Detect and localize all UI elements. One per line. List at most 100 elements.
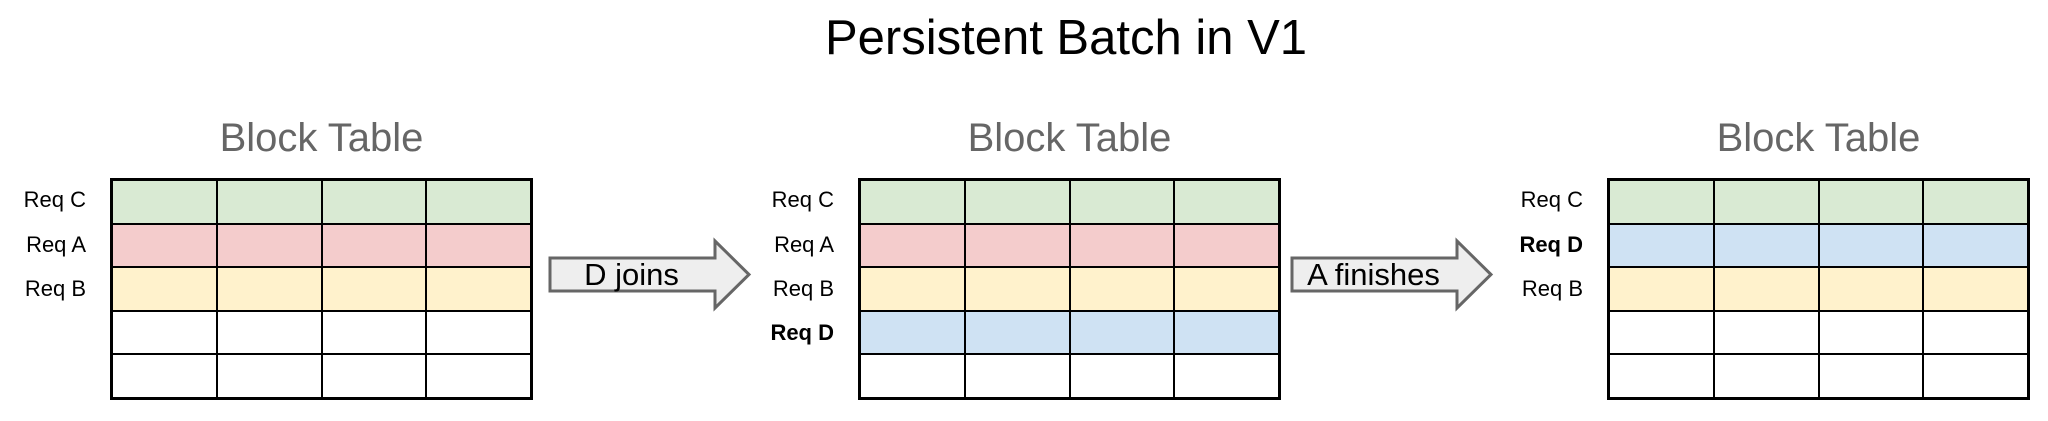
block-cell: [426, 180, 531, 224]
row-labels: Req C Req D Req B: [1497, 178, 1583, 400]
block-cell: [1713, 180, 1819, 224]
table-row: [1609, 223, 2028, 268]
table-row: [860, 267, 1279, 311]
block-cell: [1818, 267, 1924, 311]
block-table-grid: [858, 178, 1281, 400]
block-table-grid: [110, 178, 533, 400]
block-cell: [216, 354, 322, 398]
block-cell: [112, 354, 217, 398]
block-cell: [1818, 180, 1924, 224]
block-cell: [964, 267, 1070, 311]
row-label: [1497, 311, 1583, 355]
block-cell: [964, 310, 1070, 355]
block-cell: [1923, 223, 2028, 268]
row-label: Req C: [771, 187, 834, 213]
table-row: [112, 267, 531, 311]
block-cell: [1069, 180, 1175, 224]
panel-title: Block Table: [1716, 116, 1921, 160]
row-label: [1497, 356, 1583, 400]
arrow-label: D joins: [584, 256, 679, 292]
block-cell: [1069, 223, 1175, 268]
block-cell: [1713, 223, 1819, 268]
block-cell: [426, 223, 531, 268]
table-row: [112, 223, 531, 268]
arrow-label: A finishes: [1307, 256, 1440, 292]
row-label: Req A: [26, 231, 86, 257]
block-cell: [1609, 310, 1714, 355]
arrow-shape: [548, 237, 752, 312]
block-table-panel-3: Block Table Req C Req D Req B: [1497, 0, 2032, 421]
row-label: [0, 356, 86, 400]
block-cell: [860, 354, 965, 398]
row-label: Req B: [1521, 276, 1583, 302]
block-cell: [112, 180, 217, 224]
row-label: Req C: [1520, 187, 1583, 213]
row-label: [748, 356, 834, 400]
table-row: [1609, 267, 2028, 311]
row-label: Req B: [772, 276, 834, 302]
block-cell: [216, 223, 322, 268]
block-cell: [426, 354, 531, 398]
block-cell: [860, 223, 965, 268]
row-label: Req B: [24, 276, 86, 302]
block-cell: [426, 267, 531, 311]
block-cell: [1609, 180, 1714, 224]
block-cell: [1923, 310, 2028, 355]
panel-title: Block Table: [219, 116, 424, 160]
block-cell: [321, 267, 427, 311]
block-cell: [1713, 354, 1819, 398]
block-cell: [1818, 223, 1924, 268]
table-row: [860, 180, 1279, 224]
block-cell: [1069, 267, 1175, 311]
block-table-grid: [1607, 178, 2030, 400]
block-cell: [1818, 310, 1924, 355]
table-row: [860, 354, 1279, 398]
block-cell: [321, 310, 427, 355]
block-cell: [1923, 267, 2028, 311]
block-cell: [964, 223, 1070, 268]
block-cell: [964, 354, 1070, 398]
block-cell: [964, 180, 1070, 224]
row-label: Req D: [770, 320, 834, 346]
right-block-arrow-icon: [548, 237, 752, 312]
block-cell: [1174, 354, 1279, 398]
block-cell: [1069, 354, 1175, 398]
table-row: [860, 223, 1279, 268]
block-cell: [321, 354, 427, 398]
row-label: Req D: [1519, 231, 1583, 257]
block-cell: [1923, 354, 2028, 398]
block-cell: [860, 180, 965, 224]
block-cell: [321, 223, 427, 268]
transition-arrow-a-finishes: A finishes: [1290, 237, 1495, 312]
row-labels: Req C Req A Req B: [0, 178, 86, 400]
block-cell: [1609, 267, 1714, 311]
block-cell: [1609, 223, 1714, 268]
block-cell: [1609, 354, 1714, 398]
block-cell: [1713, 267, 1819, 311]
table-row: [1609, 354, 2028, 398]
block-cell: [426, 310, 531, 355]
row-label: [0, 311, 86, 355]
block-cell: [1174, 223, 1279, 268]
table-row: [112, 180, 531, 224]
block-cell: [1174, 267, 1279, 311]
block-cell: [1174, 310, 1279, 355]
row-label: Req C: [23, 187, 86, 213]
block-cell: [112, 310, 217, 355]
transition-arrow-d-joins: D joins: [548, 237, 753, 312]
block-cell: [216, 180, 322, 224]
block-cell: [1713, 310, 1819, 355]
table-row: [112, 354, 531, 398]
panel-title: Block Table: [967, 116, 1172, 160]
block-cell: [860, 267, 965, 311]
block-cell: [321, 180, 427, 224]
table-row: [1609, 180, 2028, 224]
page-title: Persistent Batch in V1: [824, 11, 1308, 65]
block-cell: [1069, 310, 1175, 355]
block-cell: [1174, 180, 1279, 224]
block-cell: [112, 223, 217, 268]
arrow-shape: [1290, 237, 1494, 312]
block-cell: [216, 310, 322, 355]
